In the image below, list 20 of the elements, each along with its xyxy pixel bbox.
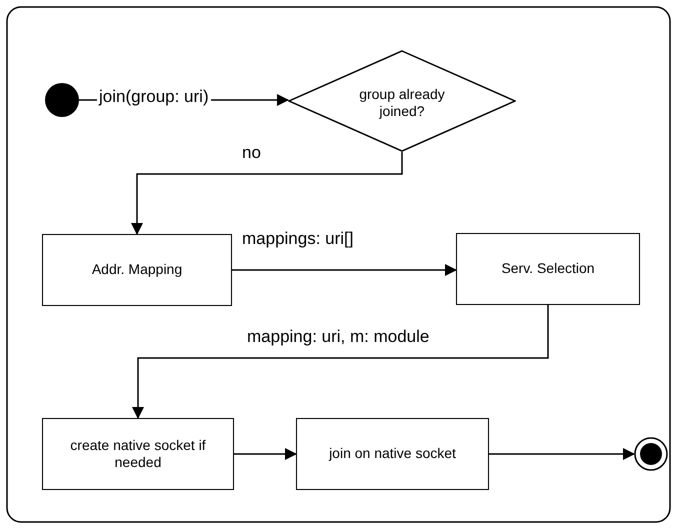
process-box [296, 418, 489, 490]
edge-label: mapping: uri, m: module [245, 328, 432, 347]
node-text: Serv. Selection [501, 260, 595, 278]
arrow [489, 448, 635, 460]
decision-diamond [288, 50, 516, 152]
process-box [42, 418, 234, 490]
start-node [45, 83, 79, 117]
arrow [131, 152, 403, 235]
node-text: join on native socket [329, 445, 456, 463]
arrow [132, 305, 549, 419]
node-text: group already joined? [358, 86, 446, 120]
process-box [42, 234, 232, 306]
edge-label: join(group: uri) [97, 88, 211, 107]
process-box [456, 233, 640, 305]
end-node [634, 437, 668, 471]
arrow [232, 264, 457, 276]
edge-label: mappings: uri[] [240, 230, 356, 249]
arrow [234, 448, 297, 460]
node-text: Addr. Mapping [92, 261, 182, 279]
node-text: create native socket if needed [69, 436, 207, 472]
